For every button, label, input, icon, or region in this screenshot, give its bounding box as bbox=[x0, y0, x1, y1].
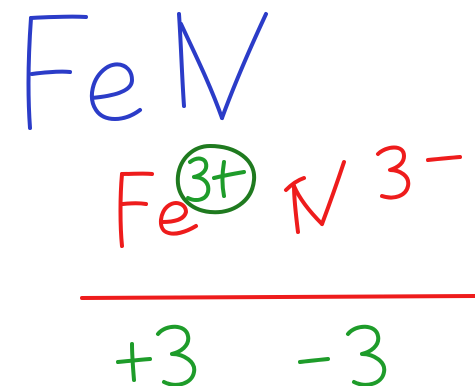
sum-divider-line bbox=[80, 294, 475, 300]
formula-handwriting bbox=[26, 12, 268, 130]
cation-handwriting bbox=[118, 144, 257, 248]
cation-letter-e bbox=[159, 201, 198, 236]
formula-letter-e bbox=[89, 62, 142, 121]
cation-total-handwriting bbox=[116, 324, 197, 386]
cation-letter-f bbox=[118, 171, 154, 248]
formula-letter-n bbox=[177, 12, 268, 120]
anion-letter-n bbox=[284, 160, 346, 234]
cation-charge-text bbox=[186, 156, 246, 202]
anion-total-handwriting bbox=[298, 324, 387, 386]
anion-charge-three bbox=[376, 145, 411, 200]
formula-letter-f bbox=[26, 14, 88, 130]
cation-charge-circle bbox=[175, 144, 257, 215]
anion-charge-minus bbox=[426, 155, 462, 162]
anion-handwriting bbox=[284, 145, 462, 234]
